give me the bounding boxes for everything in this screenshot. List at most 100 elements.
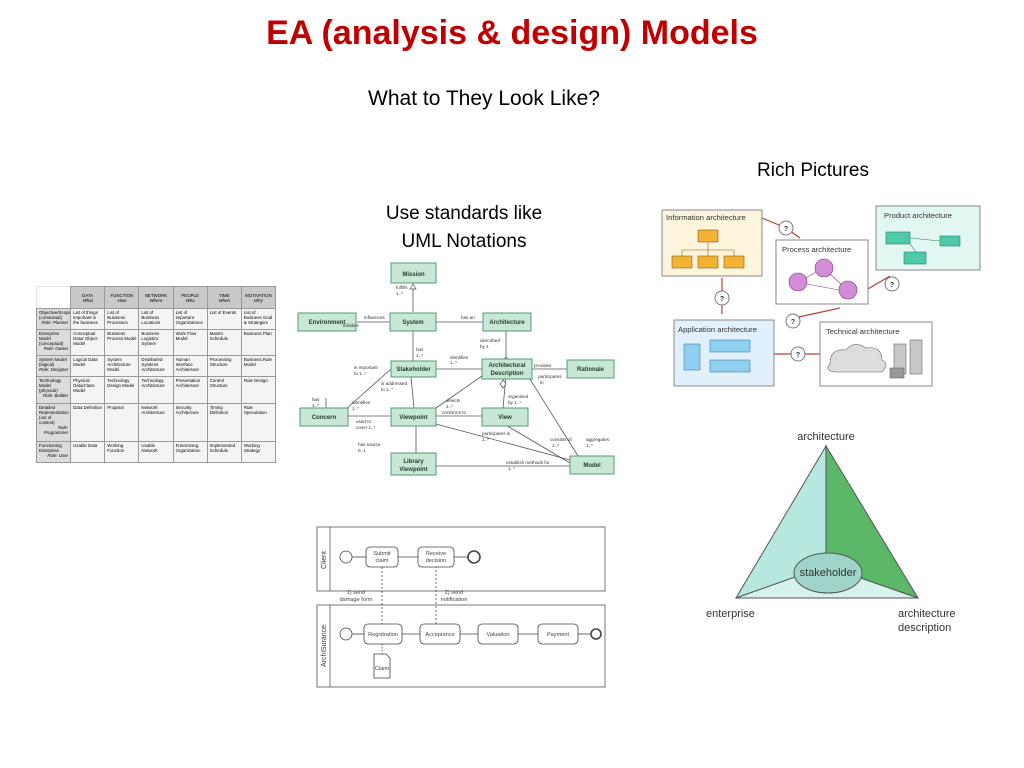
- architecture-label: Architecture: [489, 320, 525, 326]
- question-mark: ?: [890, 282, 894, 289]
- table-cell: Master Schedule: [206, 328, 242, 357]
- edge-label: consists of: [550, 437, 572, 442]
- environment-label: Environment: [309, 320, 346, 326]
- slide-title: EA (analysis & design) Models: [266, 14, 758, 52]
- table-cell: List of things important in the business: [70, 308, 106, 330]
- row-header: System Model (logical)Role: Designer: [35, 355, 72, 378]
- concern-label: Concern: [312, 415, 337, 421]
- cloud-icon: [827, 344, 887, 373]
- table-cell: Distributed Systems Architecture: [138, 355, 174, 378]
- arch-desc-label-1: Architectural: [488, 363, 525, 369]
- table-cell: Program: [104, 402, 140, 443]
- table-cell: List of Business Goal & Strategies: [240, 308, 277, 330]
- stakeholder-node: [793, 552, 863, 594]
- archisurance-lane-label: ArchiSurance: [321, 625, 328, 667]
- edge-label: to 1..*: [354, 371, 366, 376]
- receive-decision-task: [417, 546, 455, 568]
- end-event-icon: [590, 628, 602, 640]
- component-icon: [709, 339, 751, 353]
- table-cell: List of Business Processes: [104, 308, 140, 330]
- table-row: System Model (logical)Role: Designer Log…: [35, 355, 277, 378]
- rich-picture-diagram: ? ? ? ? ? Information architecture Proce…: [661, 205, 981, 387]
- table-cell: Working Strategy: [240, 441, 277, 463]
- edge-label: selects: [446, 398, 461, 403]
- receive-label-2: decision: [426, 558, 447, 564]
- table-cell: Business Rule Model: [240, 355, 277, 378]
- send-damage-label-2: damage form: [340, 597, 373, 603]
- table-cell: Implemented Schedule: [206, 441, 242, 463]
- send-damage-label-1: 1) send: [347, 590, 366, 596]
- edge-label: aggregates: [586, 437, 610, 442]
- technical-architecture-label: Technical architecture: [826, 327, 899, 336]
- edge-label: cover 1..*: [356, 425, 376, 430]
- end-event-icon: [467, 550, 481, 564]
- edge-label: 1..*: [312, 403, 319, 408]
- edge-label: conforms to: [442, 410, 466, 415]
- product-icon: [903, 251, 927, 265]
- architecture-description-label-2: description: [898, 622, 951, 634]
- registration-label: Registration: [368, 632, 398, 638]
- question-mark: ?: [784, 226, 788, 233]
- stakeholder-label: stakeholder: [800, 567, 857, 579]
- table-cell: Physical Data/Class Model: [70, 376, 106, 404]
- process-icon: [814, 258, 834, 278]
- component-icon: [709, 359, 751, 373]
- question-icon: [778, 220, 794, 236]
- application-architecture-label: Application architecture: [678, 325, 757, 334]
- edge-label: by 1..*: [508, 400, 521, 405]
- server-icon: [909, 339, 923, 375]
- edge-label: influences: [364, 315, 385, 320]
- product-architecture-label: Product architecture: [884, 211, 952, 220]
- row-header: Technology Model (physical)Role: Builder: [35, 376, 72, 404]
- grid-corner: [36, 286, 71, 309]
- edge-label: 1..*: [586, 443, 593, 448]
- product-icon: [939, 235, 961, 247]
- edge-label: 1..*: [552, 443, 559, 448]
- architecture-box: [482, 312, 532, 332]
- edge-label: to 1..*: [381, 387, 393, 392]
- entity-icon: [697, 255, 719, 269]
- payment-label: Payment: [547, 632, 570, 638]
- table-row: Objective/Scope (contextual)Role: Planne…: [35, 308, 277, 330]
- edge-label: 1..*: [396, 291, 403, 296]
- question-mark: ?: [791, 319, 795, 326]
- computer-icon: [889, 367, 905, 379]
- question-icon: [884, 276, 900, 292]
- component-icon: [683, 343, 701, 371]
- slide-subtitle: What to They Look Like?: [368, 87, 600, 110]
- edge-label: 1..*: [508, 466, 515, 471]
- table-cell: Logical Data Model: [70, 355, 106, 378]
- table-cell: Rule Speculation: [240, 402, 277, 443]
- entity-icon: [723, 255, 745, 269]
- mission-box: [390, 262, 437, 284]
- edge-label: 1..*: [446, 404, 453, 409]
- process-icon: [838, 280, 858, 300]
- stakeholder-label: Stakeholder: [396, 367, 431, 373]
- edge-label: used to: [356, 419, 372, 424]
- table-cell: Processing Structure: [206, 355, 242, 378]
- table-cell: Usable Data: [70, 441, 106, 463]
- uml-label-line1: Use standards like: [385, 203, 543, 224]
- edge-label: organised: [508, 394, 529, 399]
- edge-label: 0..1: [358, 448, 366, 453]
- edge-label: has source: [358, 442, 381, 447]
- table-cell: Business Logistics System: [138, 328, 174, 357]
- architectural-description-box: [481, 358, 533, 380]
- claim-label: Claim: [375, 666, 390, 672]
- client-pool: [316, 526, 606, 592]
- concern-box: [299, 407, 349, 427]
- table-cell: Presentation Architecture: [172, 376, 208, 404]
- edge-label: identifies: [352, 400, 371, 405]
- edge-label: has: [416, 347, 424, 352]
- edge-label: establish methods for: [506, 460, 550, 465]
- rationale-label: Rationale: [577, 367, 605, 373]
- table-cell: Work Flow Model: [172, 328, 208, 357]
- entity-icon: [697, 229, 719, 243]
- edge-label: 1..*: [450, 360, 457, 365]
- model-box: [569, 455, 615, 475]
